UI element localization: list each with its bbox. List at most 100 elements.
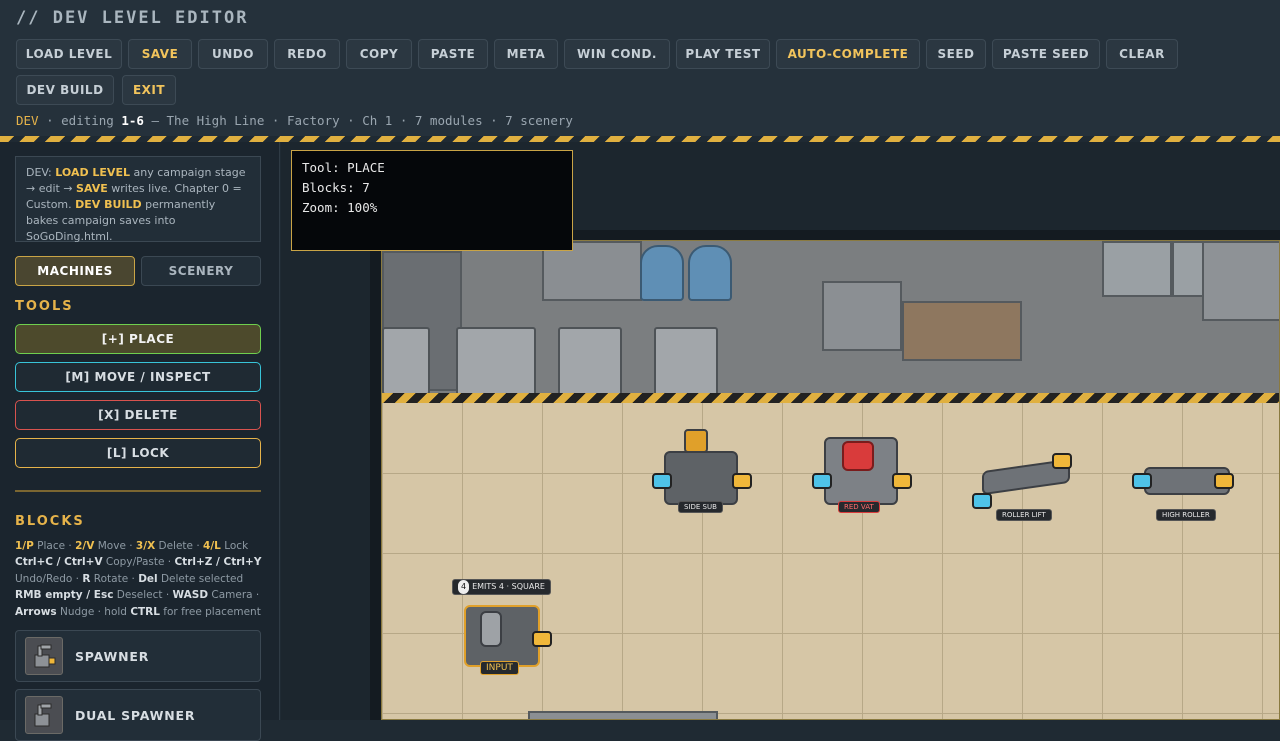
editor-title: // DEV LEVEL EDITOR (16, 8, 249, 28)
status-level-info: — The High Line · Factory · Ch 1 · 7 mod… (143, 113, 573, 128)
tab-scenery[interactable]: SCENERY (141, 256, 261, 286)
dev-build-button[interactable]: DEV BUILD (16, 75, 114, 105)
output-port-icon[interactable] (1052, 453, 1072, 469)
key-text: Deselect · (113, 589, 173, 602)
seed-button[interactable]: SEED (926, 39, 986, 69)
roller-lift-label: ROLLER LIFT (996, 509, 1052, 521)
level-canvas[interactable]: SIDE SUB RED VAT ROLLER LIFT HIGH ROLLER… (381, 240, 1280, 720)
key-place: 1/P (15, 540, 34, 552)
water-tank (688, 245, 732, 301)
info-text-4: permanently bakes campaign saves into So… (26, 198, 216, 243)
undo-button[interactable]: UNDO (198, 39, 268, 69)
copy-button[interactable]: COPY (346, 39, 412, 69)
input-port-icon[interactable] (972, 493, 992, 509)
factory-wall (382, 241, 1279, 413)
dual-spawner-icon (25, 696, 63, 734)
key-ctrl: CTRL (130, 605, 160, 618)
info-dev-build: DEV BUILD (75, 198, 142, 211)
tools-heading: TOOLS (15, 299, 74, 314)
key-deselect: RMB empty / Esc (15, 589, 114, 602)
save-button[interactable]: SAVE (128, 39, 192, 69)
meta-button[interactable]: META (494, 39, 558, 69)
tooltip-tool: Tool: PLACE (302, 160, 385, 175)
output-port-icon[interactable] (732, 473, 752, 489)
tool-delete-button[interactable]: [X] DELETE (15, 400, 261, 430)
auto-complete-button[interactable]: AUTO-COMPLETE (776, 39, 920, 69)
block-spawner[interactable]: SPAWNER (15, 630, 261, 682)
exit-button[interactable]: EXIT (122, 75, 176, 105)
wall-panel-rust (902, 301, 1022, 361)
key-undo-redo: Ctrl+Z / Ctrl+Y (174, 556, 262, 569)
wall-door (382, 327, 430, 395)
key-lock: 4/L (203, 540, 221, 552)
info-load-level: LOAD LEVEL (55, 166, 130, 179)
robot-arm-icon (684, 429, 708, 453)
top-bar: // DEV LEVEL EDITOR LOAD LEVEL SAVE UNDO… (0, 0, 1280, 138)
key-move: 2/V (75, 540, 95, 552)
status-line: DEV · editing 1-6 — The High Line · Fact… (16, 113, 573, 128)
output-port-icon[interactable] (1214, 473, 1234, 489)
status-editing: · editing (38, 113, 122, 128)
red-vat-tank-icon (842, 441, 874, 471)
load-level-button[interactable]: LOAD LEVEL (16, 39, 122, 69)
blocks-heading: BLOCKS (15, 514, 85, 529)
paste-seed-button[interactable]: PASTE SEED (992, 39, 1100, 69)
input-label: INPUT (480, 661, 519, 675)
spawner-body (464, 605, 540, 667)
tool-move-inspect-button[interactable]: [M] MOVE / INSPECT (15, 362, 261, 392)
key-delete-selected: Del (138, 572, 158, 585)
high-roller-label: HIGH ROLLER (1156, 509, 1216, 521)
win-condition-button[interactable]: WIN COND. (564, 39, 670, 69)
key-copy-paste: Ctrl+C / Ctrl+V (15, 556, 103, 569)
input-port-icon[interactable] (652, 473, 672, 489)
tool-place-button[interactable]: [+] PLACE (15, 324, 261, 354)
emits-text: EMITS 4 · SQUARE (472, 582, 545, 591)
play-test-button[interactable]: PLAY TEST (676, 39, 770, 69)
wall-panel (822, 281, 902, 351)
side-sub-body (664, 451, 738, 505)
paste-button[interactable]: PASTE (418, 39, 488, 69)
block-dual-spawner[interactable]: DUAL SPAWNER (15, 689, 261, 741)
tab-machines[interactable]: MACHINES (15, 256, 135, 286)
floor-hazard-stripe (382, 393, 1279, 403)
spawner-icon (25, 637, 63, 675)
tooltip-blocks: Blocks: 7 (302, 180, 370, 195)
key-text: Camera · (208, 589, 260, 602)
key-text: Nudge · hold (56, 605, 131, 618)
machine-red-vat[interactable]: RED VAT (812, 427, 912, 517)
key-delete: 3/X (135, 540, 156, 552)
red-vat-label: RED VAT (838, 501, 880, 513)
robot-arm-icon (480, 611, 502, 647)
info-save: SAVE (76, 182, 108, 195)
key-text: for free placement (159, 605, 261, 618)
key-rotate: R (82, 572, 91, 585)
key-text: Rotate · (90, 572, 139, 585)
key-text: Lock (220, 540, 249, 552)
redo-button[interactable]: REDO (274, 39, 340, 69)
side-sub-label: SIDE SUB (678, 501, 723, 513)
key-text: Undo/Redo · (15, 572, 83, 585)
tooltip-zoom: Zoom: 100% (302, 200, 378, 215)
clear-button[interactable]: CLEAR (1106, 39, 1178, 69)
input-port-icon[interactable] (1132, 473, 1152, 489)
wall-panel (1202, 241, 1279, 321)
status-level-id: 1-6 (121, 113, 144, 128)
water-tank (640, 245, 684, 301)
machine-roller-lift[interactable]: ROLLER LIFT (970, 447, 1080, 527)
machine-high-roller[interactable]: HIGH ROLLER (1132, 455, 1242, 529)
info-text-3: writes live. Chapter 0 = Custom. (26, 182, 242, 211)
output-port-icon[interactable] (532, 631, 552, 647)
status-dev: DEV (16, 113, 39, 128)
info-text-1: DEV: (26, 166, 56, 179)
tool-lock-button[interactable]: [L] LOCK (15, 438, 261, 468)
key-text: Delete · (155, 540, 204, 552)
info-text-2: any campaign stage → edit → (26, 166, 246, 195)
output-port-icon[interactable] (892, 473, 912, 489)
machine-side-sub[interactable]: SIDE SUB (652, 427, 752, 517)
key-text: Move · (94, 540, 136, 552)
block-dual-spawner-label: DUAL SPAWNER (75, 707, 196, 723)
input-port-icon[interactable] (812, 473, 832, 489)
hazard-divider (0, 136, 1280, 142)
